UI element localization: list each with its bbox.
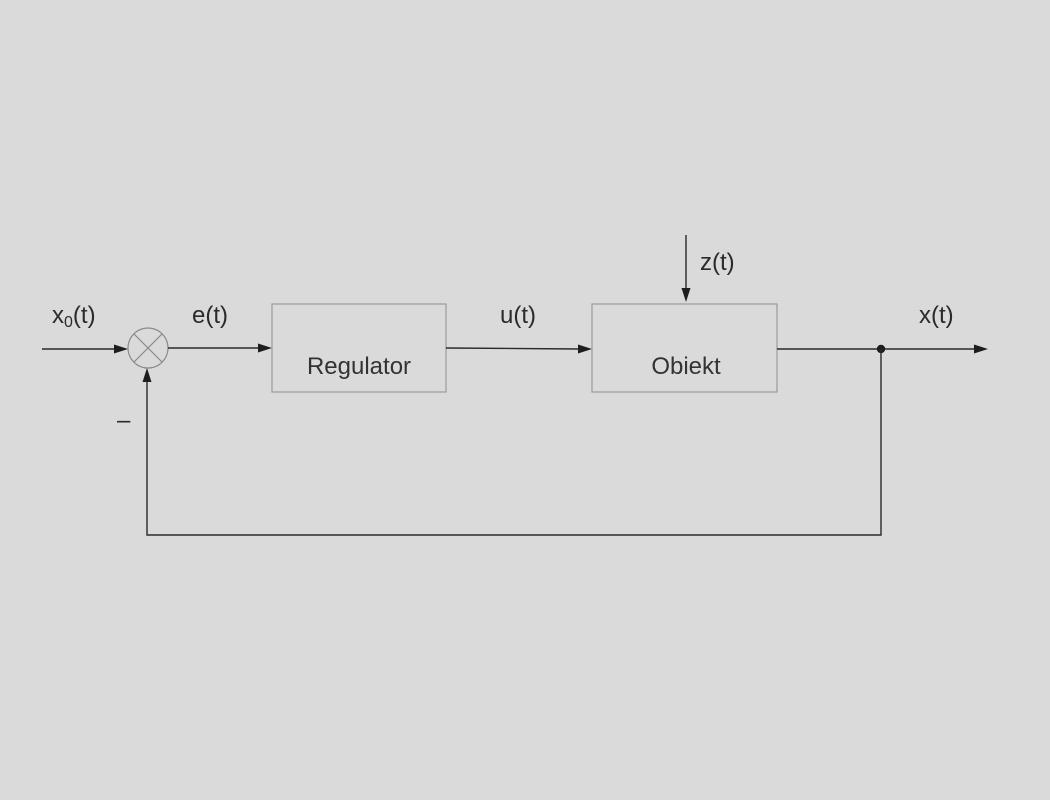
summing-junction [127, 327, 169, 369]
disturbance-signal-label: z(t) [700, 249, 735, 276]
disturbance-arrowhead [681, 288, 691, 302]
feedback-sign: – [117, 407, 131, 434]
control-arrowhead [578, 344, 592, 354]
error-signal-label: e(t) [192, 302, 228, 329]
feedback-wire [146, 349, 882, 536]
control-wire [445, 347, 581, 350]
regulator-label: Regulator [307, 353, 411, 380]
feedback-arrowhead [142, 368, 152, 382]
error-arrowhead [258, 343, 272, 353]
regulator-block [271, 303, 447, 393]
control-signal-label: u(t) [500, 302, 536, 329]
plant-block [591, 303, 778, 393]
plant-label: Obiekt [651, 353, 721, 380]
output-arrowhead [974, 344, 988, 354]
input-signal-label: x0(t) [52, 302, 96, 331]
input-arrowhead [114, 344, 128, 354]
output-signal-label: x(t) [919, 302, 954, 329]
